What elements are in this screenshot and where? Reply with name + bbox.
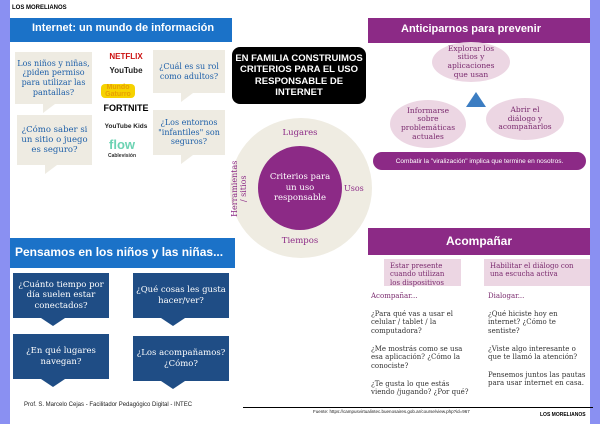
acompanar-box-2: Habilitar el diálogo con una escucha act… (484, 259, 590, 286)
question-box: ¿Los acompañamos? ¿Cómo? (133, 336, 229, 389)
viralizacion-banner: Combatir la "viralización" implica que t… (373, 152, 586, 170)
netflix-logo: NETFLIX (109, 52, 143, 61)
right-border-strip (590, 0, 600, 424)
brand-header: LOS MORELIANOS (12, 5, 67, 11)
cablevision-logo: Cablevisión (107, 153, 137, 159)
oval-informarse: Informarse sobre problemáticas actuales (390, 100, 466, 148)
question-bubble: ¿Cuál es su rol como adultos? (153, 50, 225, 102)
criteria-tiempos: Tiempos (281, 236, 319, 246)
acompanar-item: ¿Para qué vas a usar el celular / tablet… (371, 310, 453, 335)
footer-author: Prof. S. Marcelo Cejas - Facilitador Ped… (24, 402, 193, 408)
youtube-kids-logo: YouTube Kids (104, 123, 148, 130)
fortnite-logo: FORTNITE (103, 103, 149, 113)
acompanar-item: ¿Me mostrás como se usa esa aplicación? … (371, 345, 463, 370)
dialogar-item: ¿Qué hiciste hoy en internet? ¿Cómo te s… (488, 310, 558, 335)
center-title: EN FAMILIA CONSTRUIMOS CRITERIOS PARA EL… (232, 47, 366, 104)
internet-title: Internet: un mundo de información (10, 18, 232, 42)
oval-explorar: Explorar los sitios y aplicaciones que u… (432, 42, 510, 82)
question-box: ¿En qué lugares navegan? (13, 334, 109, 387)
flow-logo: flow (109, 137, 135, 152)
question-box: ¿Cuánto tiempo por día suelen estar cone… (13, 273, 109, 326)
question-bubble: Los niños y niñas, ¿piden permiso para u… (15, 52, 92, 113)
acompanar-title: Acompañar (368, 228, 590, 255)
acompanar-box-1: Estar presente cuando utilizan los dispo… (384, 259, 461, 287)
question-bubble: ¿Los entornos "infantiles" son seguros? (153, 110, 225, 164)
source-link[interactable]: https://campusvirtualintec.buenosaires.g… (329, 409, 470, 414)
criteria-lugares: Lugares (282, 128, 318, 138)
criteria-core: Criterios para un uso responsable (258, 146, 342, 230)
youtube-logo: YouTube (109, 66, 143, 75)
dialogar-item: ¿Viste algo interesante o que te llamó l… (488, 345, 578, 362)
question-bubble: ¿Cómo saber si un sitio o juego es segur… (17, 115, 92, 174)
dialogar-label: Dialogar... (488, 292, 525, 300)
dialogar-item: Pensemos juntos las pautas para usar int… (488, 371, 586, 388)
criteria-herramientas: Herramientas / sitios (230, 160, 248, 217)
oval-abrir-dialogo: Abrir el diálogo y acompañarlos (486, 98, 564, 140)
mundo-gaturro-logo: Mundo Gaturro (101, 84, 135, 98)
pensamos-title: Pensamos en los niños y las niñas... (10, 238, 235, 268)
criteria-usos: Usos (344, 184, 364, 193)
triangle-icon (466, 92, 486, 107)
question-box: ¿Qué cosas les gusta hacer/ver? (133, 273, 229, 326)
footer-brand: LOS MORELIANOS (540, 412, 586, 418)
source-label: Fuente: (313, 409, 329, 414)
acompanar-label: Acompañar... (371, 292, 418, 300)
anticipar-title: Anticiparnos para prevenir (368, 18, 590, 43)
footer-source: Fuente: https://campusvirtualintec.bueno… (313, 409, 470, 414)
footer-divider (243, 407, 593, 408)
acompanar-item: ¿Te gusta lo que estás viendo /jugando? … (371, 380, 469, 397)
left-border-strip (0, 0, 10, 424)
